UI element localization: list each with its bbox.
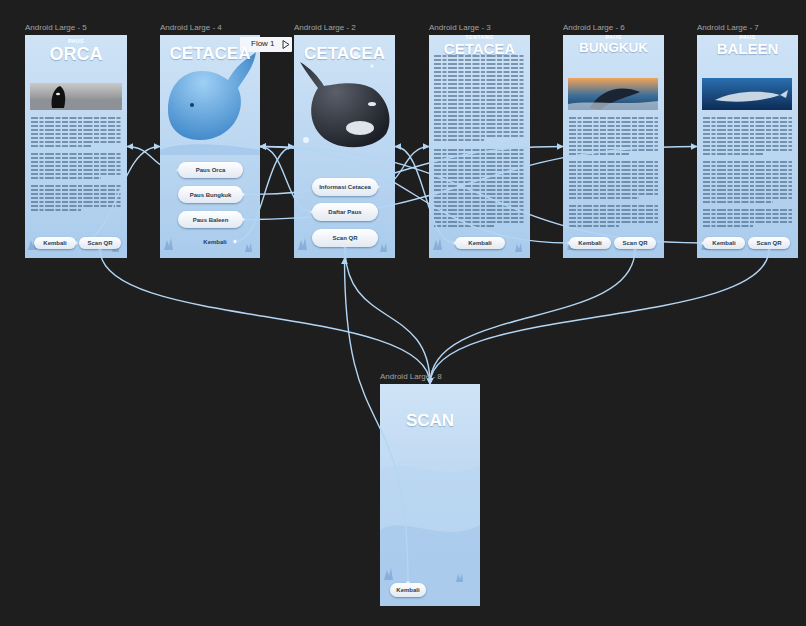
button-label: Scan QR — [622, 240, 647, 246]
prototype-connector — [243, 147, 697, 220]
nav-button: Kembali — [569, 237, 611, 249]
nav-button: Kembali — [34, 237, 76, 249]
screen-frame: Android Large - 8SCANKembali — [380, 384, 480, 606]
button-label: Informasi Cetacea — [319, 184, 371, 190]
frame-name: Android Large - 4 — [160, 22, 260, 33]
button-label: Kembali — [712, 240, 735, 246]
screen-subheading: TENTANG — [429, 34, 530, 41]
screen-frame: Android Large - 2CETACEAInformasi Cetace… — [294, 35, 395, 258]
prototype-connector — [260, 147, 312, 213]
nav-button: Scan QR — [614, 237, 656, 249]
prototype-connector — [100, 249, 430, 384]
button-label: Kembali — [578, 240, 601, 246]
screen-subheading: PAUS — [563, 34, 664, 41]
frame-name: Android Large - 3 — [429, 22, 530, 33]
nav-button: Kembali — [455, 237, 505, 249]
prototype-connector — [260, 147, 569, 244]
screen-frame: Android Large - 6PAUSBUNGKUKKembaliScan … — [563, 35, 664, 258]
nav-button: Paus Orca — [178, 162, 243, 178]
prototype-connector — [378, 147, 429, 188]
button-label: Paus Baleen — [193, 217, 229, 223]
frame-name: Android Large - 2 — [294, 22, 395, 33]
prototype-connector — [235, 147, 294, 242]
nav-button: Paus Baleen — [178, 211, 243, 228]
connector-origin — [233, 240, 237, 244]
button-label: Kembali — [43, 240, 66, 246]
nav-button: Scan QR — [748, 237, 790, 249]
flow-name: Flow 1 — [251, 39, 275, 49]
prototype-connector — [430, 249, 635, 384]
nav-button: Kembali — [195, 236, 235, 247]
frame-name: Android Large - 7 — [697, 22, 798, 33]
button-label: Paus Bungkuk — [190, 192, 232, 198]
button-label: Daftar Paus — [328, 209, 361, 215]
button-label: Kembali — [468, 240, 491, 246]
screen-heading: BUNGKUK — [563, 41, 664, 55]
nav-button: Informasi Cetacea — [312, 178, 378, 196]
screen-heading: BALEEN — [697, 41, 798, 56]
screen-frame: Android Large - 4CETACEAPaus OrcaPaus Bu… — [160, 35, 260, 258]
button-label: Scan QR — [756, 240, 781, 246]
nav-button: Scan QR — [312, 229, 378, 247]
frame-name: Android Large - 5 — [25, 22, 127, 33]
frame-name: Android Large - 6 — [563, 22, 664, 33]
prototype-connector — [345, 258, 409, 583]
screen-frame: Android Large - 3TENTANGCETACEAKembali — [429, 35, 530, 258]
screen-frame: Android Large - 5PAUSORCAKembaliScan QR — [25, 35, 127, 258]
button-label: Kembali — [203, 239, 226, 245]
button-label: Scan QR — [332, 235, 357, 241]
prototype-connector — [395, 147, 455, 244]
prototype-connector — [345, 247, 430, 384]
screen-subheading: PAUS — [697, 34, 798, 41]
button-label: Kembali — [396, 587, 419, 593]
screen-heading: CETACEA — [160, 45, 260, 62]
nav-button: Scan QR — [79, 237, 121, 249]
screen-frame: Android Large - 7PAUSBALEENKembaliScan Q… — [697, 35, 798, 258]
prototype-connector — [430, 249, 769, 384]
screen-heading: SCAN — [380, 412, 480, 429]
screen-heading: ORCA — [25, 45, 127, 63]
nav-button: Daftar Paus — [312, 203, 378, 221]
nav-button: Paus Bungkuk — [178, 186, 243, 203]
screen-subheading: PAUS — [25, 38, 127, 45]
nav-button: Kembali — [390, 583, 426, 597]
frame-name: Android Large - 8 — [380, 371, 480, 382]
button-label: Paus Orca — [196, 167, 226, 173]
screen-heading: CETACEA — [294, 45, 395, 62]
screen-heading: CETACEA — [429, 41, 530, 56]
prototype-connector — [76, 147, 160, 244]
prototype-connector — [127, 147, 178, 171]
nav-button: Kembali — [703, 237, 745, 249]
button-label: Scan QR — [87, 240, 112, 246]
